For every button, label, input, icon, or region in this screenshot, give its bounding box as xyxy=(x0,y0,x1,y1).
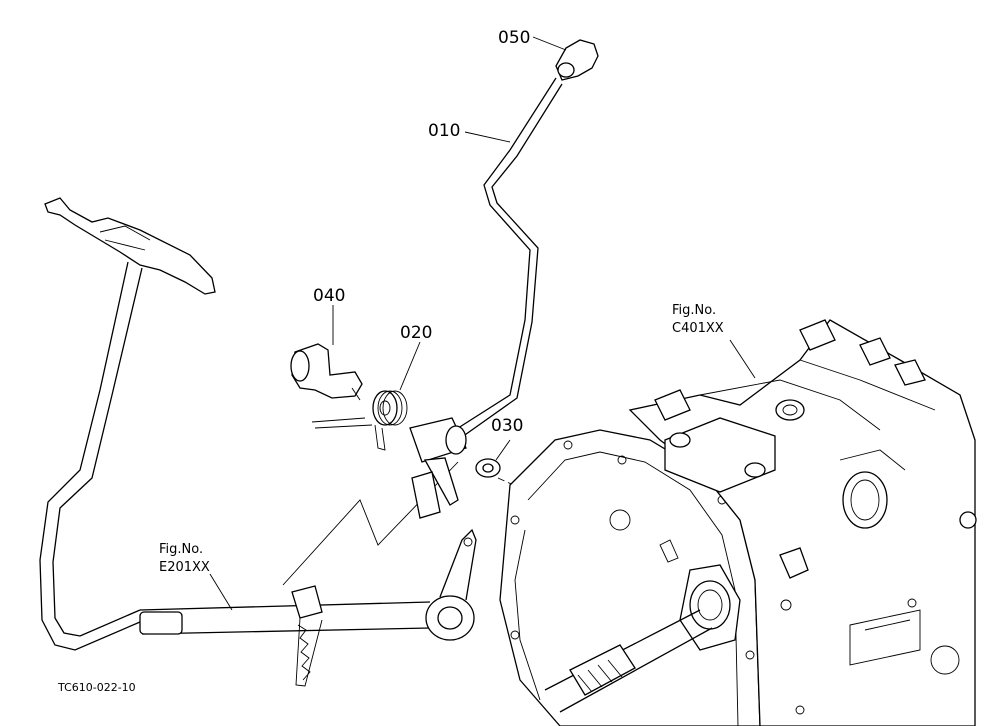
lever-boss xyxy=(409,417,467,519)
reference-e-line1: Fig.No. xyxy=(159,542,203,557)
callout-050: 050 xyxy=(498,28,530,48)
callout-020: 020 xyxy=(400,323,432,343)
drawing-code: TC610-022-10 xyxy=(57,681,136,694)
spring xyxy=(311,341,421,451)
reference-c-line1: Fig.No. xyxy=(672,303,716,318)
callout-040: 040 xyxy=(313,286,345,306)
lever-rod xyxy=(454,77,563,438)
pedal-assembly xyxy=(39,197,477,687)
transmission-case xyxy=(499,319,977,726)
pin xyxy=(290,305,363,401)
knob xyxy=(532,36,599,81)
callout-010: 010 xyxy=(428,121,460,141)
callout-030: 030 xyxy=(491,416,523,436)
reference-e-line2: E201XX xyxy=(159,560,210,575)
washer xyxy=(475,439,511,478)
reference-c-line2: C401XX xyxy=(672,321,724,336)
